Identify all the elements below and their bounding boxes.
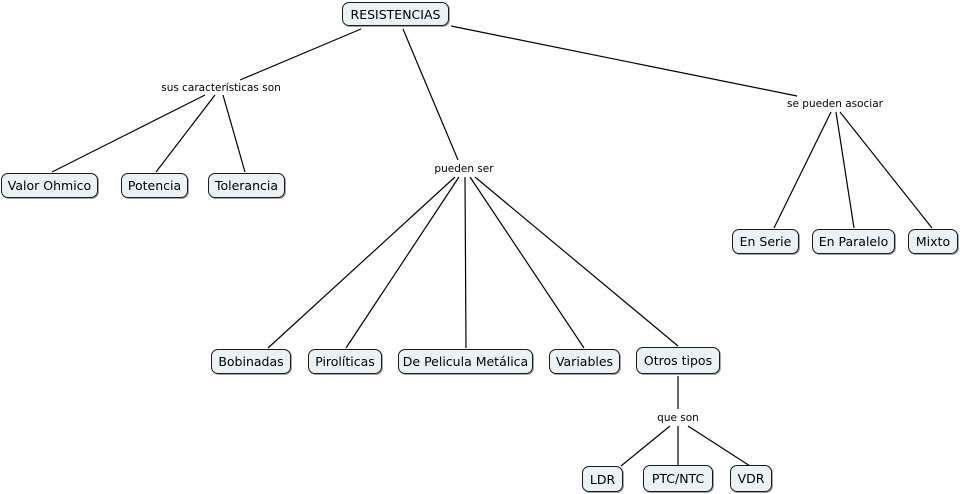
concept-ldr[interactable]: LDR xyxy=(582,466,623,492)
connector-asociar-paralelo xyxy=(835,111,855,229)
concept-mixto[interactable]: Mixto xyxy=(908,229,958,254)
connector-que-son-ldr xyxy=(620,425,671,467)
connector-que-son-vdr xyxy=(687,425,751,467)
connector-resistencias-pueden-ser xyxy=(402,28,459,161)
concept-bobinadas[interactable]: Bobinadas xyxy=(211,349,291,374)
concept-vdr[interactable]: VDR xyxy=(730,465,772,492)
connector-pueden-ser-variables xyxy=(469,176,585,349)
concept-valor-ohmico[interactable]: Valor Ohmico xyxy=(1,173,98,198)
concept-en-serie[interactable]: En Serie xyxy=(732,229,799,254)
connector-pueden-ser-piroliticas xyxy=(345,176,460,349)
connector-pueden-ser-pelicula xyxy=(464,176,467,349)
link-que-son: que son xyxy=(656,412,700,424)
concept-piroliticas[interactable]: Pirolíticas xyxy=(308,349,382,374)
concept-resistencias[interactable]: RESISTENCIAS xyxy=(342,2,449,26)
link-asociar: se pueden asociar xyxy=(786,98,884,110)
link-pueden-ser: pueden ser xyxy=(433,163,495,175)
concept-variables[interactable]: Variables xyxy=(549,349,620,374)
connector-pueden-ser-otros xyxy=(474,176,679,347)
concept-tolerancia[interactable]: Tolerancia xyxy=(208,173,285,198)
connector-caracteristicas-valor-ohmico xyxy=(51,94,206,173)
connector-resistencias-caracteristicas xyxy=(239,28,362,81)
connector-asociar-mixto xyxy=(839,111,933,229)
connector-caracteristicas-potencia xyxy=(155,94,216,173)
concept-potencia[interactable]: Potencia xyxy=(121,173,188,198)
connector-caracteristicas-tolerancia xyxy=(222,94,246,173)
concept-otros-tipos[interactable]: Otros tipos xyxy=(636,347,720,374)
connector-resistencias-asociar xyxy=(450,25,798,97)
concept-pelicula-metalica[interactable]: De Pelicula Metálica xyxy=(398,349,533,374)
concept-en-paralelo[interactable]: En Paralelo xyxy=(812,229,895,254)
link-caracteristicas: sus características son xyxy=(160,82,282,94)
concept-ptc-ntc[interactable]: PTC/NTC xyxy=(643,465,713,492)
connector-pueden-ser-bobinadas xyxy=(267,176,456,349)
connector-asociar-serie xyxy=(773,111,832,229)
